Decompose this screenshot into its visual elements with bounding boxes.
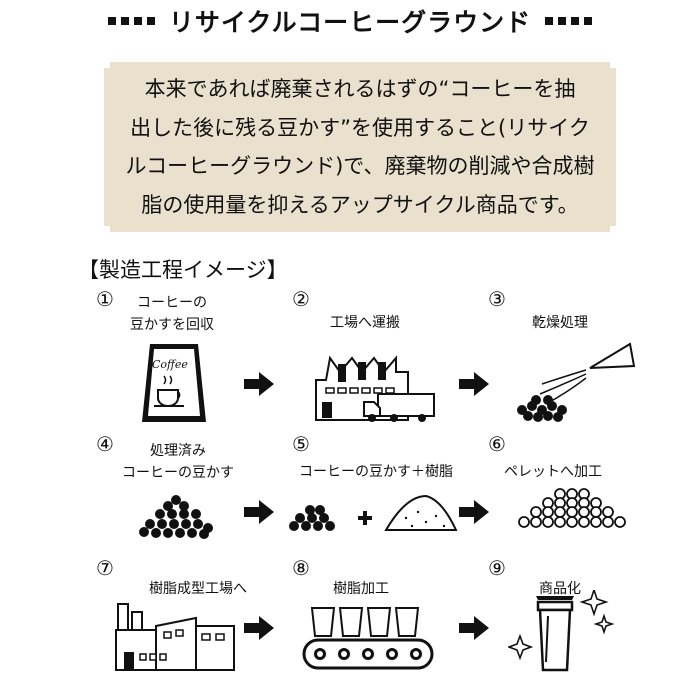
arrow-right-icon	[244, 616, 274, 640]
pellets-icon	[518, 488, 626, 528]
factory-truck-icon	[315, 355, 435, 422]
step-4-number: ④	[96, 432, 114, 456]
header: リサイクルコーヒーグラウンド	[0, 4, 700, 38]
arrow-right-icon	[459, 616, 489, 640]
arrow-right-icon	[459, 372, 489, 396]
arrow-right-icon	[244, 500, 274, 524]
arrow-right-icon	[244, 372, 274, 396]
intro-text: 本来であれば廃棄されるはずの“コーヒーを抽 出した後に残る豆かす”を使用すること…	[125, 77, 595, 217]
coffee-grounds-pile-icon	[139, 495, 213, 539]
step-7-number: ⑦	[96, 556, 114, 580]
drying-spray-icon	[517, 342, 636, 422]
step-6-number: ⑥	[488, 432, 506, 456]
title-decoration-left	[107, 17, 155, 25]
coffee-sign-icon: Coffee	[142, 344, 206, 422]
step-4-label: 処理済み コーヒーの豆かす	[122, 443, 234, 481]
conveyor-cups-icon	[302, 607, 434, 670]
grounds-plus-resin-icon	[289, 494, 458, 531]
tumbler-product-icon	[508, 590, 615, 672]
intro-box	[104, 62, 616, 232]
process-heading: 【製造工程イメージ】	[78, 258, 288, 282]
step-1-label: コーヒーの 豆かすを回収	[130, 295, 214, 333]
step-7-label: 樹脂成型工場へ	[149, 581, 247, 597]
step-3-label: 乾燥処理	[532, 315, 588, 331]
step-3-number: ③	[488, 287, 506, 311]
molding-factory-icon	[115, 603, 235, 671]
step-8-label: 樹脂加工	[333, 581, 389, 597]
step-5-number: ⑤	[292, 432, 310, 456]
step-2-number: ②	[292, 287, 310, 311]
step-9-number: ⑨	[488, 556, 506, 580]
svg-text:Coffee: Coffee	[152, 358, 188, 371]
step-1-number: ①	[96, 287, 114, 311]
arrow-right-icon	[459, 500, 489, 524]
step-9-label: 商品化	[539, 581, 581, 597]
step-8-number: ⑧	[292, 556, 310, 580]
step-2-label: 工場へ運搬	[330, 315, 400, 331]
title-decoration-right	[545, 17, 593, 25]
step-5-label: コーヒーの豆かす＋樹脂	[299, 464, 453, 480]
step-6-label: ペレットへ加工	[504, 464, 602, 480]
page-title: リサイクルコーヒーグラウンド	[168, 8, 532, 37]
